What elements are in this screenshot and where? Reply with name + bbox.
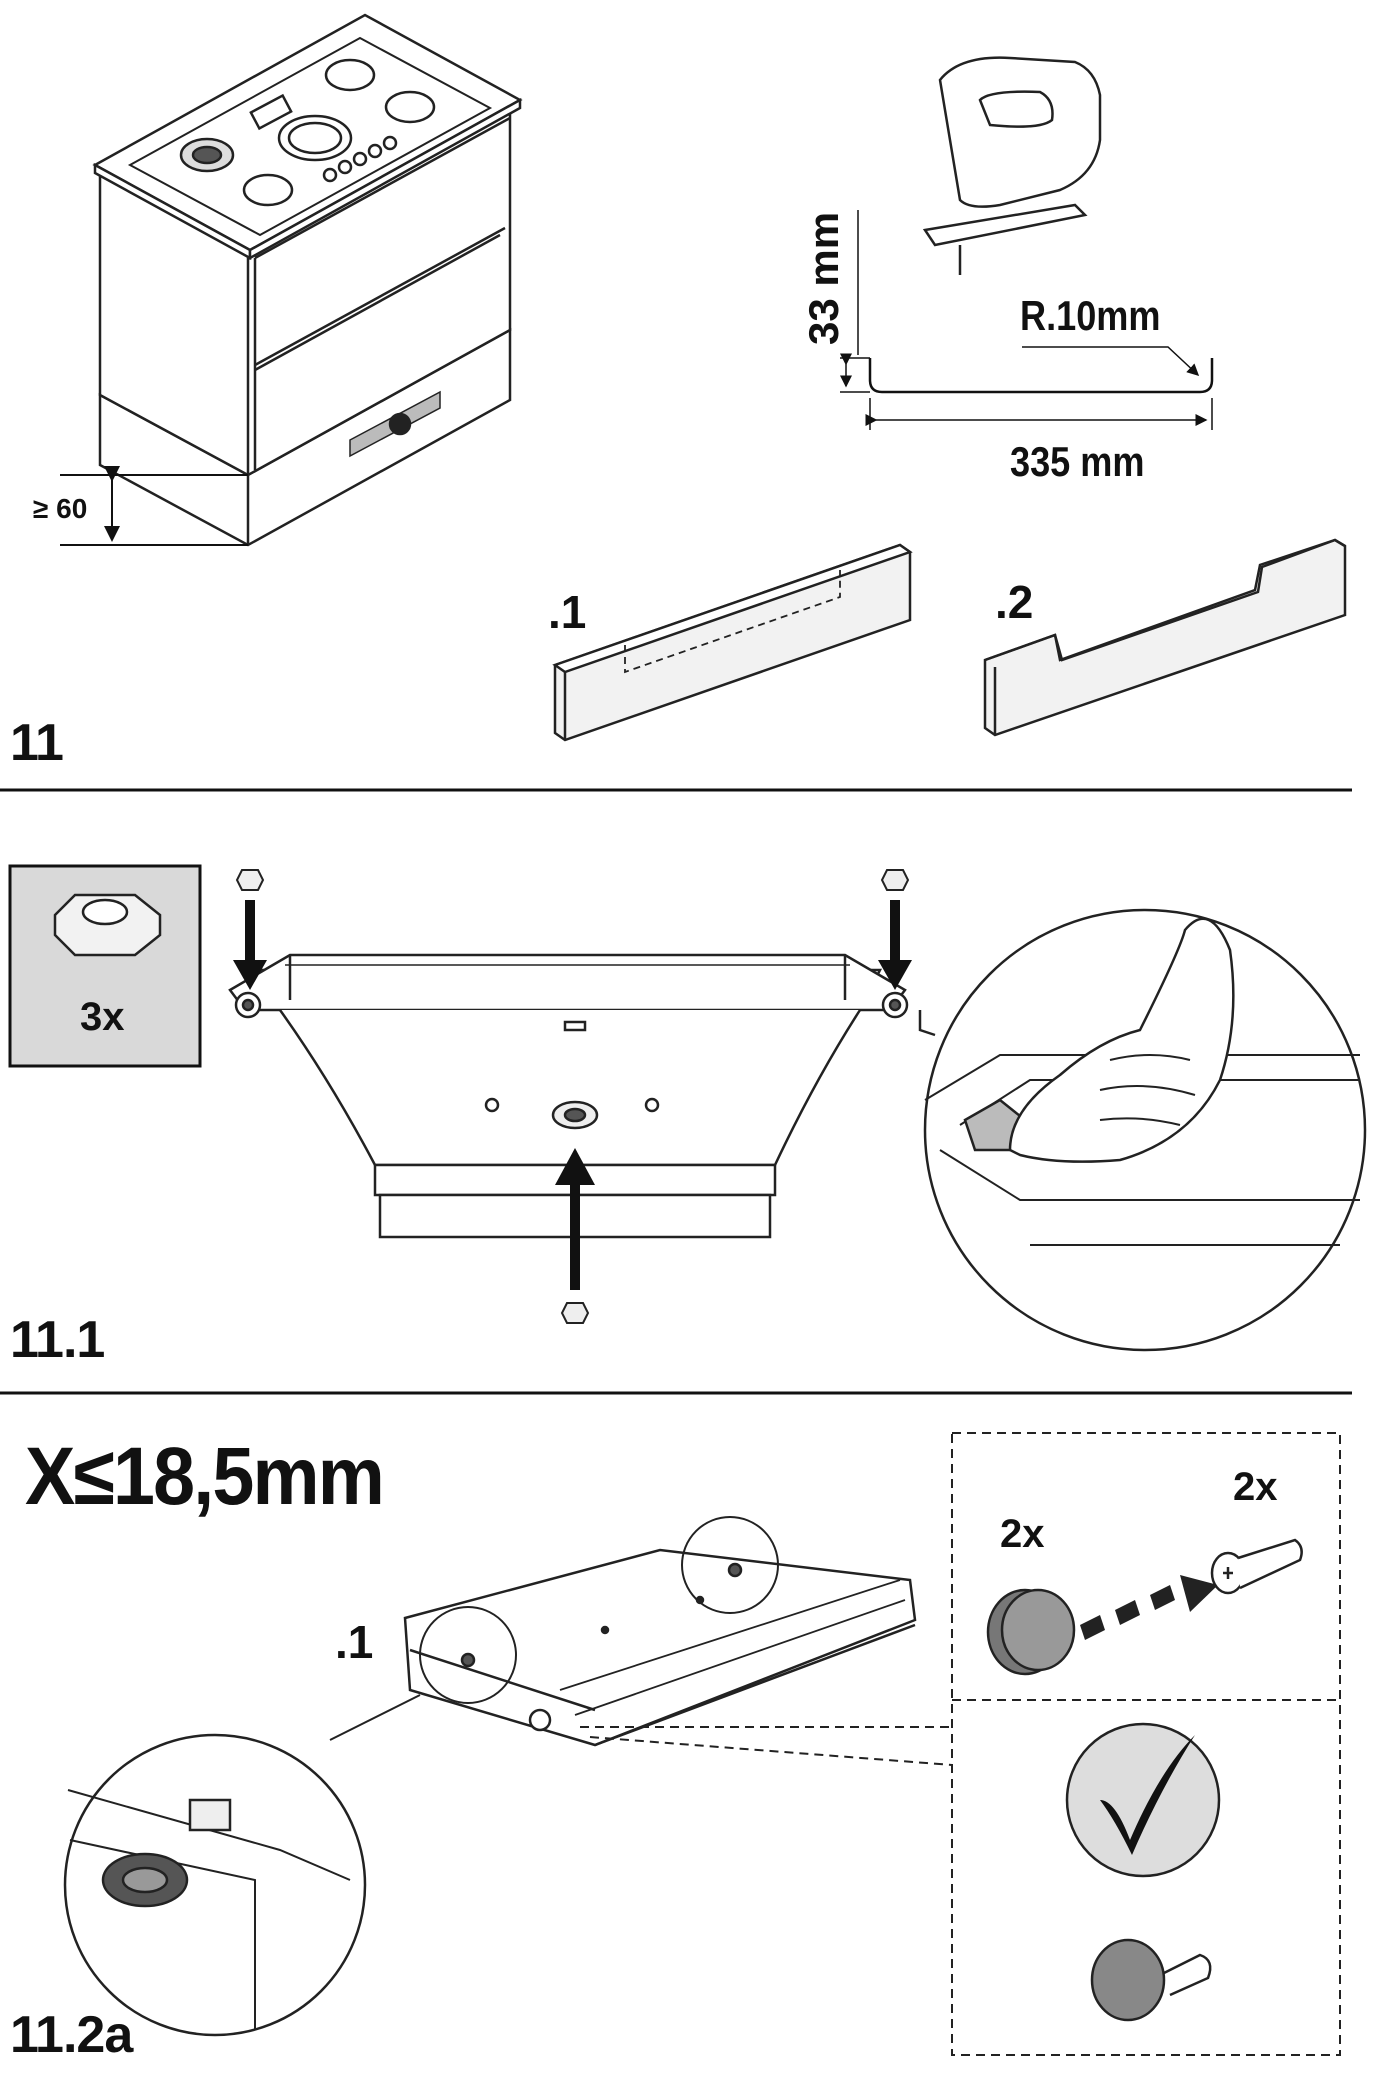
cut-profile-dimension xyxy=(840,210,1214,430)
small-nut-icons xyxy=(235,869,910,1324)
clearance-label: ≥ 60 xyxy=(33,493,88,524)
fastener-panel xyxy=(580,1432,1341,2056)
hex-nut-icon xyxy=(53,893,162,957)
height-dimension-label: 33 mm xyxy=(800,211,847,345)
radius-dimension-label: R.10mm xyxy=(1020,292,1161,339)
hand-tightening-detail xyxy=(918,908,1367,1352)
step-number-11-1: 11.1 xyxy=(10,1311,105,1369)
air-duct-adapter xyxy=(228,953,909,1239)
max-thickness-label: X≤18,5mm xyxy=(25,1431,385,1522)
variant-1-label: .1 xyxy=(548,586,587,638)
step-number-11: 11 xyxy=(10,714,64,772)
cap-to-screw-arrow xyxy=(986,1575,1218,1676)
variant-2-label: .2 xyxy=(995,576,1034,628)
duct-assembly xyxy=(403,1516,917,1747)
plinth-board-variant-2 xyxy=(983,538,1347,737)
screw-count-label: 2x xyxy=(1233,1465,1278,1509)
screw-icon xyxy=(1210,1538,1303,1595)
part-1-label: .1 xyxy=(335,1616,374,1668)
width-dimension-label: 335 mm xyxy=(1010,438,1145,485)
clearance-dimension xyxy=(60,466,248,546)
duct-seal-detail xyxy=(63,1694,421,2037)
cap-count-label: 2x xyxy=(1000,1512,1045,1556)
nut-box xyxy=(8,864,202,1068)
nut-count-label: 3x xyxy=(80,995,125,1039)
kitchen-cabinet-with-hob xyxy=(92,13,523,547)
jigsaw-icon xyxy=(922,56,1102,275)
nut-insert-arrows xyxy=(233,900,912,1290)
checkmark-icon xyxy=(1065,1722,1221,1878)
plinth-board-variant-1 xyxy=(552,543,913,742)
step-number-11-2a: 11.2a xyxy=(10,2006,133,2064)
assembled-cap-screw-icon xyxy=(1090,1938,1212,2022)
